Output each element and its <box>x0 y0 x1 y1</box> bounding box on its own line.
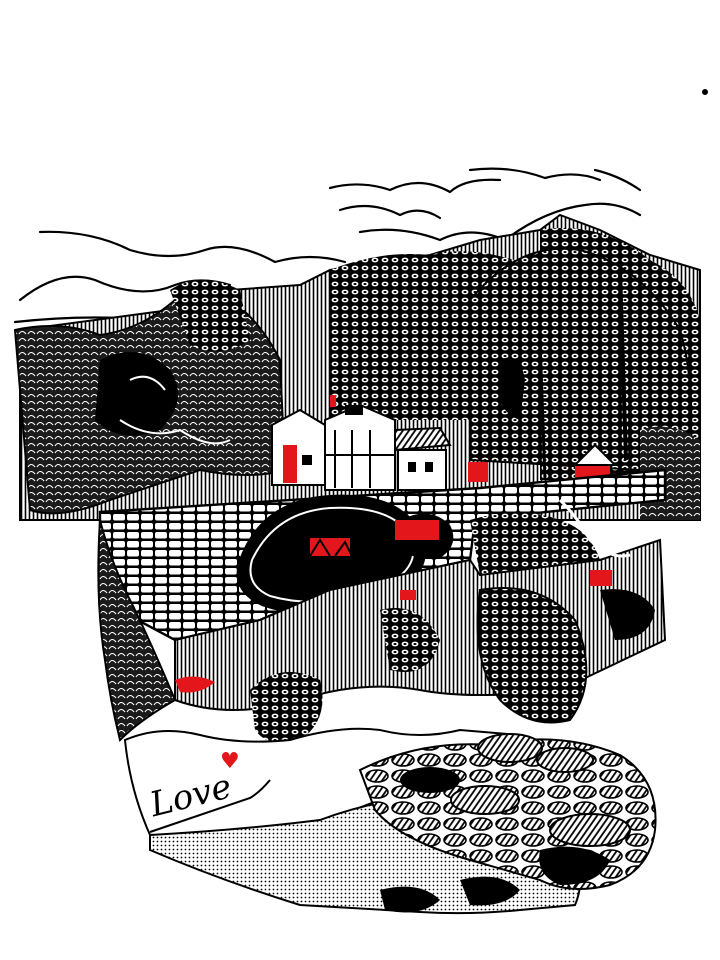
river-rocks <box>358 733 657 913</box>
village-houses <box>271 395 618 491</box>
right-trees <box>469 247 700 520</box>
left-trees <box>13 280 287 515</box>
river-reflection <box>174 498 667 724</box>
heart-icon: ♥ <box>220 749 240 774</box>
house-red-wall <box>283 445 297 483</box>
left-bank <box>97 519 323 744</box>
